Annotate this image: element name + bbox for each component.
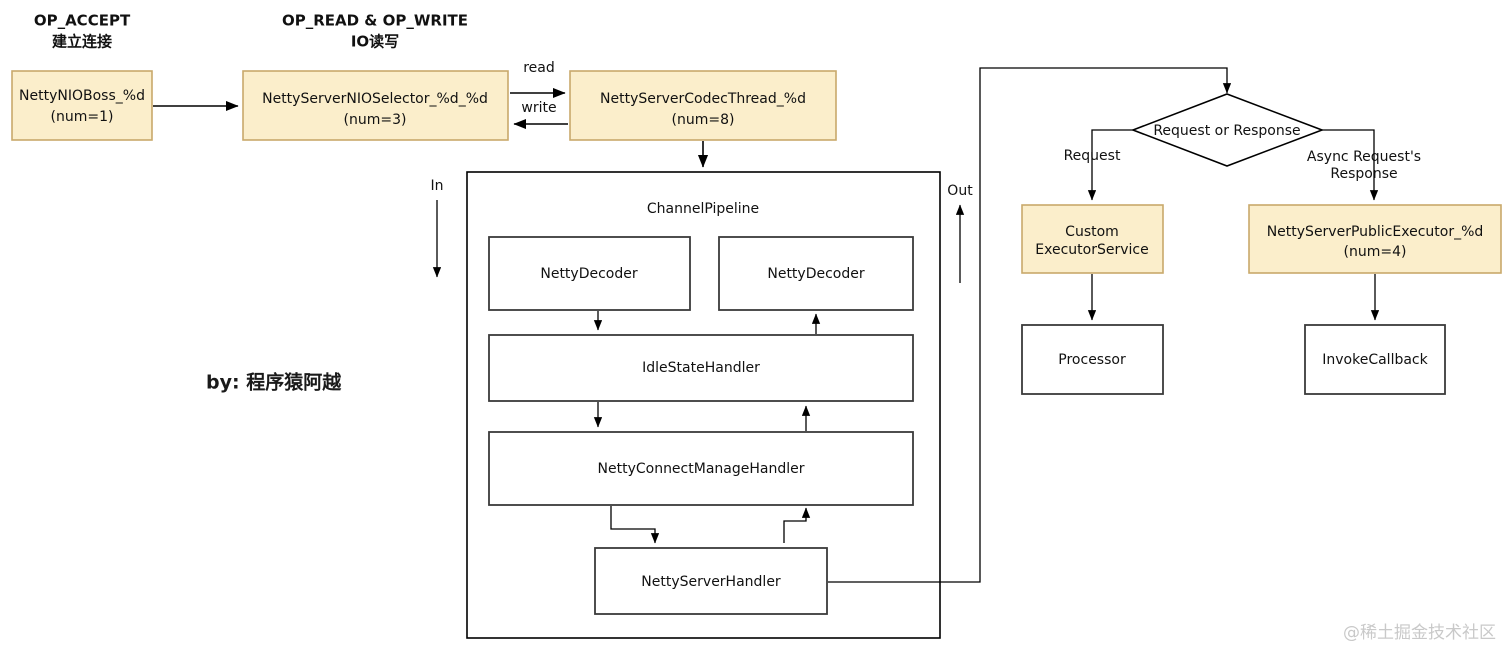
box-netty-server-codec-thread[interactable]: NettyServerCodecThread_%d (num=8) xyxy=(569,70,837,141)
pipeline-handler-netty-decoder-in[interactable]: NettyDecoder xyxy=(488,236,691,311)
pipeline-handler-idle-state-handler-label: IdleStateHandler xyxy=(642,360,760,376)
box-processor-label: Processor xyxy=(1058,352,1126,368)
annotation-op-read-write-line2: IO读写 xyxy=(351,33,399,51)
box-netty-server-public-executor[interactable]: NettyServerPublicExecutor_%d (num=4) xyxy=(1248,204,1502,274)
annotation-op-accept: OP_ACCEPT 建立连接 xyxy=(34,12,131,51)
pipeline-handler-netty-decoder-out[interactable]: NettyDecoder xyxy=(718,236,914,311)
box-netty-server-public-executor-line2: (num=4) xyxy=(1344,244,1407,260)
channel-pipeline-title: ChannelPipeline xyxy=(647,201,759,217)
flow-in: In xyxy=(430,178,444,278)
connector-decision-to-public-executor xyxy=(1322,129,1379,201)
box-netty-nio-boss-line2: (num=1) xyxy=(51,109,114,125)
box-invoke-callback-label: InvokeCallback xyxy=(1322,352,1428,368)
pipeline-handler-netty-connect-manage-handler[interactable]: NettyConnectManageHandler xyxy=(488,431,914,506)
box-custom-executor-service[interactable]: Custom ExecutorService xyxy=(1021,204,1164,274)
pipeline-handler-netty-server-handler-label: NettyServerHandler xyxy=(641,574,781,590)
box-custom-executor-service-line1: Custom xyxy=(1065,224,1119,240)
pipeline-handler-netty-decoder-in-label: NettyDecoder xyxy=(540,266,638,282)
pipeline-handler-netty-decoder-out-label: NettyDecoder xyxy=(767,266,865,282)
box-invoke-callback[interactable]: InvokeCallback xyxy=(1304,324,1446,395)
box-netty-server-nio-selector-line1: NettyServerNIOSelector_%d_%d xyxy=(262,91,488,107)
pipeline-handler-netty-connect-manage-handler-label: NettyConnectManageHandler xyxy=(598,461,805,477)
annotation-op-accept-line2: 建立连接 xyxy=(52,33,112,51)
connector-connect-manage-to-server-handler xyxy=(610,506,660,544)
annotation-op-read-write-line1: OP_READ & OP_WRITE xyxy=(282,12,468,30)
connector-decision-to-custom-executor xyxy=(1087,129,1133,201)
box-netty-nio-boss[interactable]: NettyNIOBoss_%d (num=1) xyxy=(11,70,153,141)
box-processor[interactable]: Processor xyxy=(1021,324,1164,395)
box-netty-server-codec-thread-line2: (num=8) xyxy=(672,112,735,128)
pipeline-handler-netty-server-handler[interactable]: NettyServerHandler xyxy=(594,547,828,615)
annotation-op-accept-line1: OP_ACCEPT xyxy=(34,12,131,30)
connector-server-handler-to-decision xyxy=(828,67,1232,583)
channel-pipeline-container xyxy=(466,171,941,639)
box-custom-executor-service-line2: ExecutorService xyxy=(1035,242,1148,258)
box-netty-server-public-executor-line1: NettyServerPublicExecutor_%d xyxy=(1267,224,1484,240)
connector-server-handler-to-connect-manage xyxy=(783,507,811,543)
author-credit: by: 程序猿阿越 xyxy=(206,371,342,394)
edge-label-async-response-line1: Async Request's xyxy=(1307,149,1421,165)
flow-in-label: In xyxy=(430,178,443,194)
edge-label-request: Request xyxy=(1064,148,1121,164)
decision-request-or-response[interactable]: Request or Response xyxy=(1130,93,1325,167)
annotation-op-read-write: OP_READ & OP_WRITE IO读写 xyxy=(282,12,468,51)
box-netty-server-nio-selector-line2: (num=3) xyxy=(344,112,407,128)
box-netty-nio-boss-line1: NettyNIOBoss_%d xyxy=(19,88,145,104)
edge-label-async-response-line2: Response xyxy=(1330,166,1397,182)
edge-label-write: write xyxy=(521,100,556,116)
flow-out-label: Out xyxy=(947,183,973,199)
flow-out: Out xyxy=(947,183,973,283)
watermark: @稀土掘金技术社区 xyxy=(1343,623,1496,643)
box-netty-server-codec-thread-line1: NettyServerCodecThread_%d xyxy=(600,91,806,107)
decision-request-or-response-label: Request or Response xyxy=(1153,123,1300,139)
box-netty-server-nio-selector[interactable]: NettyServerNIOSelector_%d_%d (num=3) xyxy=(242,70,509,141)
edge-label-read: read xyxy=(523,60,555,76)
pipeline-handler-idle-state-handler[interactable]: IdleStateHandler xyxy=(488,334,914,402)
